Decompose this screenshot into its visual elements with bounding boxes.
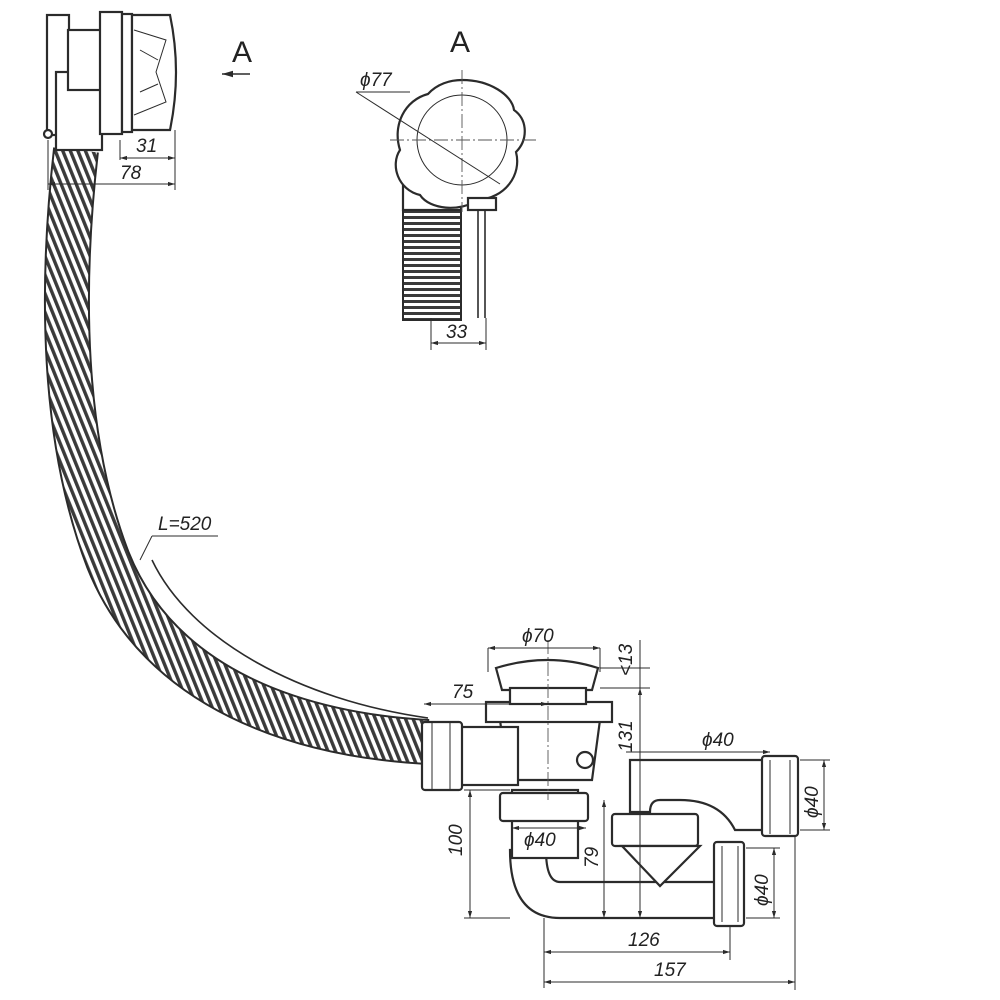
dim-131-label: 131 [616,720,637,752]
dim-75-label: 75 [452,682,474,703]
dim-40-low-label: ϕ40 [752,874,773,906]
corrugated-hose [43,147,430,765]
dim-70-label: ϕ70 [522,626,554,647]
hose-length-label: L=520 [158,514,212,535]
dim-77-label: ϕ77 [360,70,393,91]
dim-33-label: 33 [446,322,468,343]
drain-trap-assembly [420,640,800,928]
dim-31-label: 31 [136,136,157,157]
view-a-overflow-front [390,70,536,321]
dim-79-label: 79 [582,846,603,868]
view-a-title: A [450,26,470,59]
dim-157-label: 157 [654,960,687,981]
dim-100-label: 100 [446,824,467,856]
section-marker-label: A [232,36,252,69]
overflow-head-side-view [42,10,178,152]
dim-13-label: <13 [616,643,637,676]
dim-78-label: 78 [120,163,142,184]
dim-126-label: 126 [628,930,660,951]
dim-40-top-label: ϕ40 [702,730,734,751]
dimension-lines [47,70,830,990]
dim-40-mid-label: ϕ40 [524,830,556,851]
hose-cable [151,559,429,719]
dim-40-right-label: ϕ40 [802,786,823,818]
